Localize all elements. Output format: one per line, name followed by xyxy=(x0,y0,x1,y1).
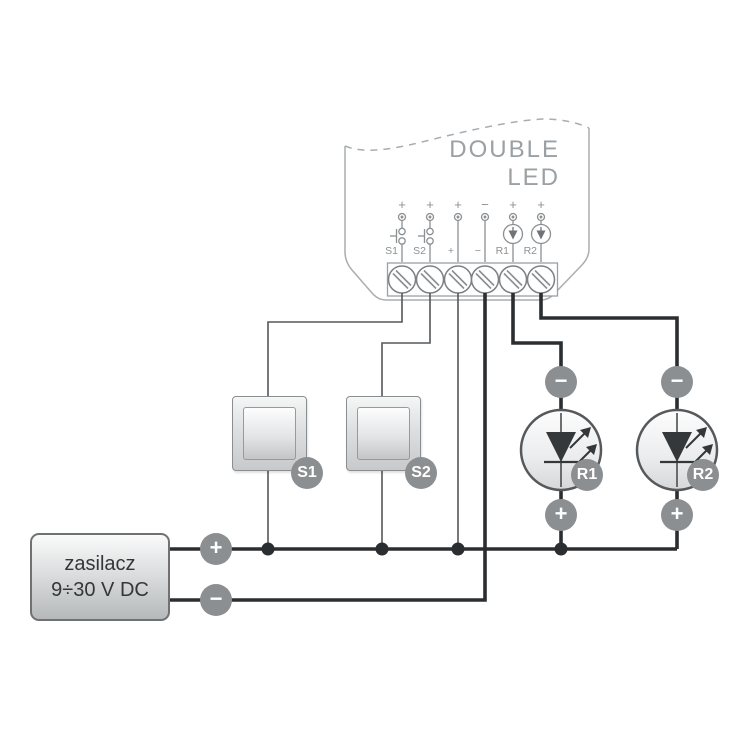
minus-feed-icon xyxy=(480,212,490,262)
port-polarity-r1: + xyxy=(509,197,517,212)
junction-dots xyxy=(261,542,568,556)
switch-s2 xyxy=(346,396,421,471)
junction-dot xyxy=(554,542,568,556)
switch-s1-badge: S1 xyxy=(291,457,323,489)
screw-terminal-icon xyxy=(387,265,417,294)
power-supply-voltage: 9÷30 V DC xyxy=(51,579,149,601)
switch-s1 xyxy=(232,396,307,471)
led-indicator-icon xyxy=(502,212,524,262)
junction-dot xyxy=(451,542,465,556)
port-polarity-s1: + xyxy=(398,197,406,212)
screw-terminal-icon xyxy=(470,265,500,294)
screw-terminal-icon xyxy=(526,265,556,294)
led-r2-badge: R2 xyxy=(687,459,719,491)
device-cut-edge xyxy=(344,118,590,151)
terminal-label-plus: + xyxy=(447,245,454,257)
push-button-icon xyxy=(390,212,407,262)
device-outline xyxy=(344,128,590,301)
device-title-line1: DOUBLE xyxy=(449,136,560,163)
screw-terminal-icon xyxy=(498,265,528,294)
switch-s1-button xyxy=(243,407,296,460)
psu-minus-badge: − xyxy=(200,584,232,616)
led-r1-cathode-badge: − xyxy=(545,366,577,398)
terminal-label-minus: − xyxy=(474,245,481,257)
plus-feed-icon xyxy=(453,212,463,262)
led-r1-anode-badge: + xyxy=(545,499,577,531)
port-polarity-r2: + xyxy=(537,197,545,212)
power-supply-name: zasilacz xyxy=(64,553,136,575)
device-title: DOUBLE LED xyxy=(0,136,560,192)
port-polarity-s2: + xyxy=(426,197,434,212)
led-r2-cathode-badge: − xyxy=(661,366,693,398)
terminal-label-s1: S1 xyxy=(385,245,398,257)
device-title-line2: LED xyxy=(507,164,560,191)
led-r1-badge: R1 xyxy=(571,459,603,491)
switch-s2-button xyxy=(357,407,410,460)
terminal-label-r1: R1 xyxy=(495,245,509,257)
port-symbols xyxy=(390,212,552,262)
terminal-label-s2: S2 xyxy=(413,245,426,257)
screw-terminal-icon xyxy=(415,265,445,294)
push-button-icon xyxy=(418,212,435,262)
screw-terminals xyxy=(387,265,556,294)
screw-terminal-icon xyxy=(443,265,473,294)
psu-plus-badge: + xyxy=(200,533,232,565)
terminal-label-r2: R2 xyxy=(523,245,537,257)
port-polarity-plus: + xyxy=(454,197,462,212)
wire-minus xyxy=(166,293,487,602)
power-supply-box: zasilacz 9÷30 V DC xyxy=(30,533,170,621)
switch-s2-badge: S2 xyxy=(405,457,437,489)
led-r2-anode-badge: + xyxy=(661,499,693,531)
junction-dot xyxy=(261,542,275,556)
led-indicator-icon xyxy=(530,212,552,262)
port-polarity-minus: − xyxy=(481,197,489,212)
junction-dot xyxy=(375,542,389,556)
